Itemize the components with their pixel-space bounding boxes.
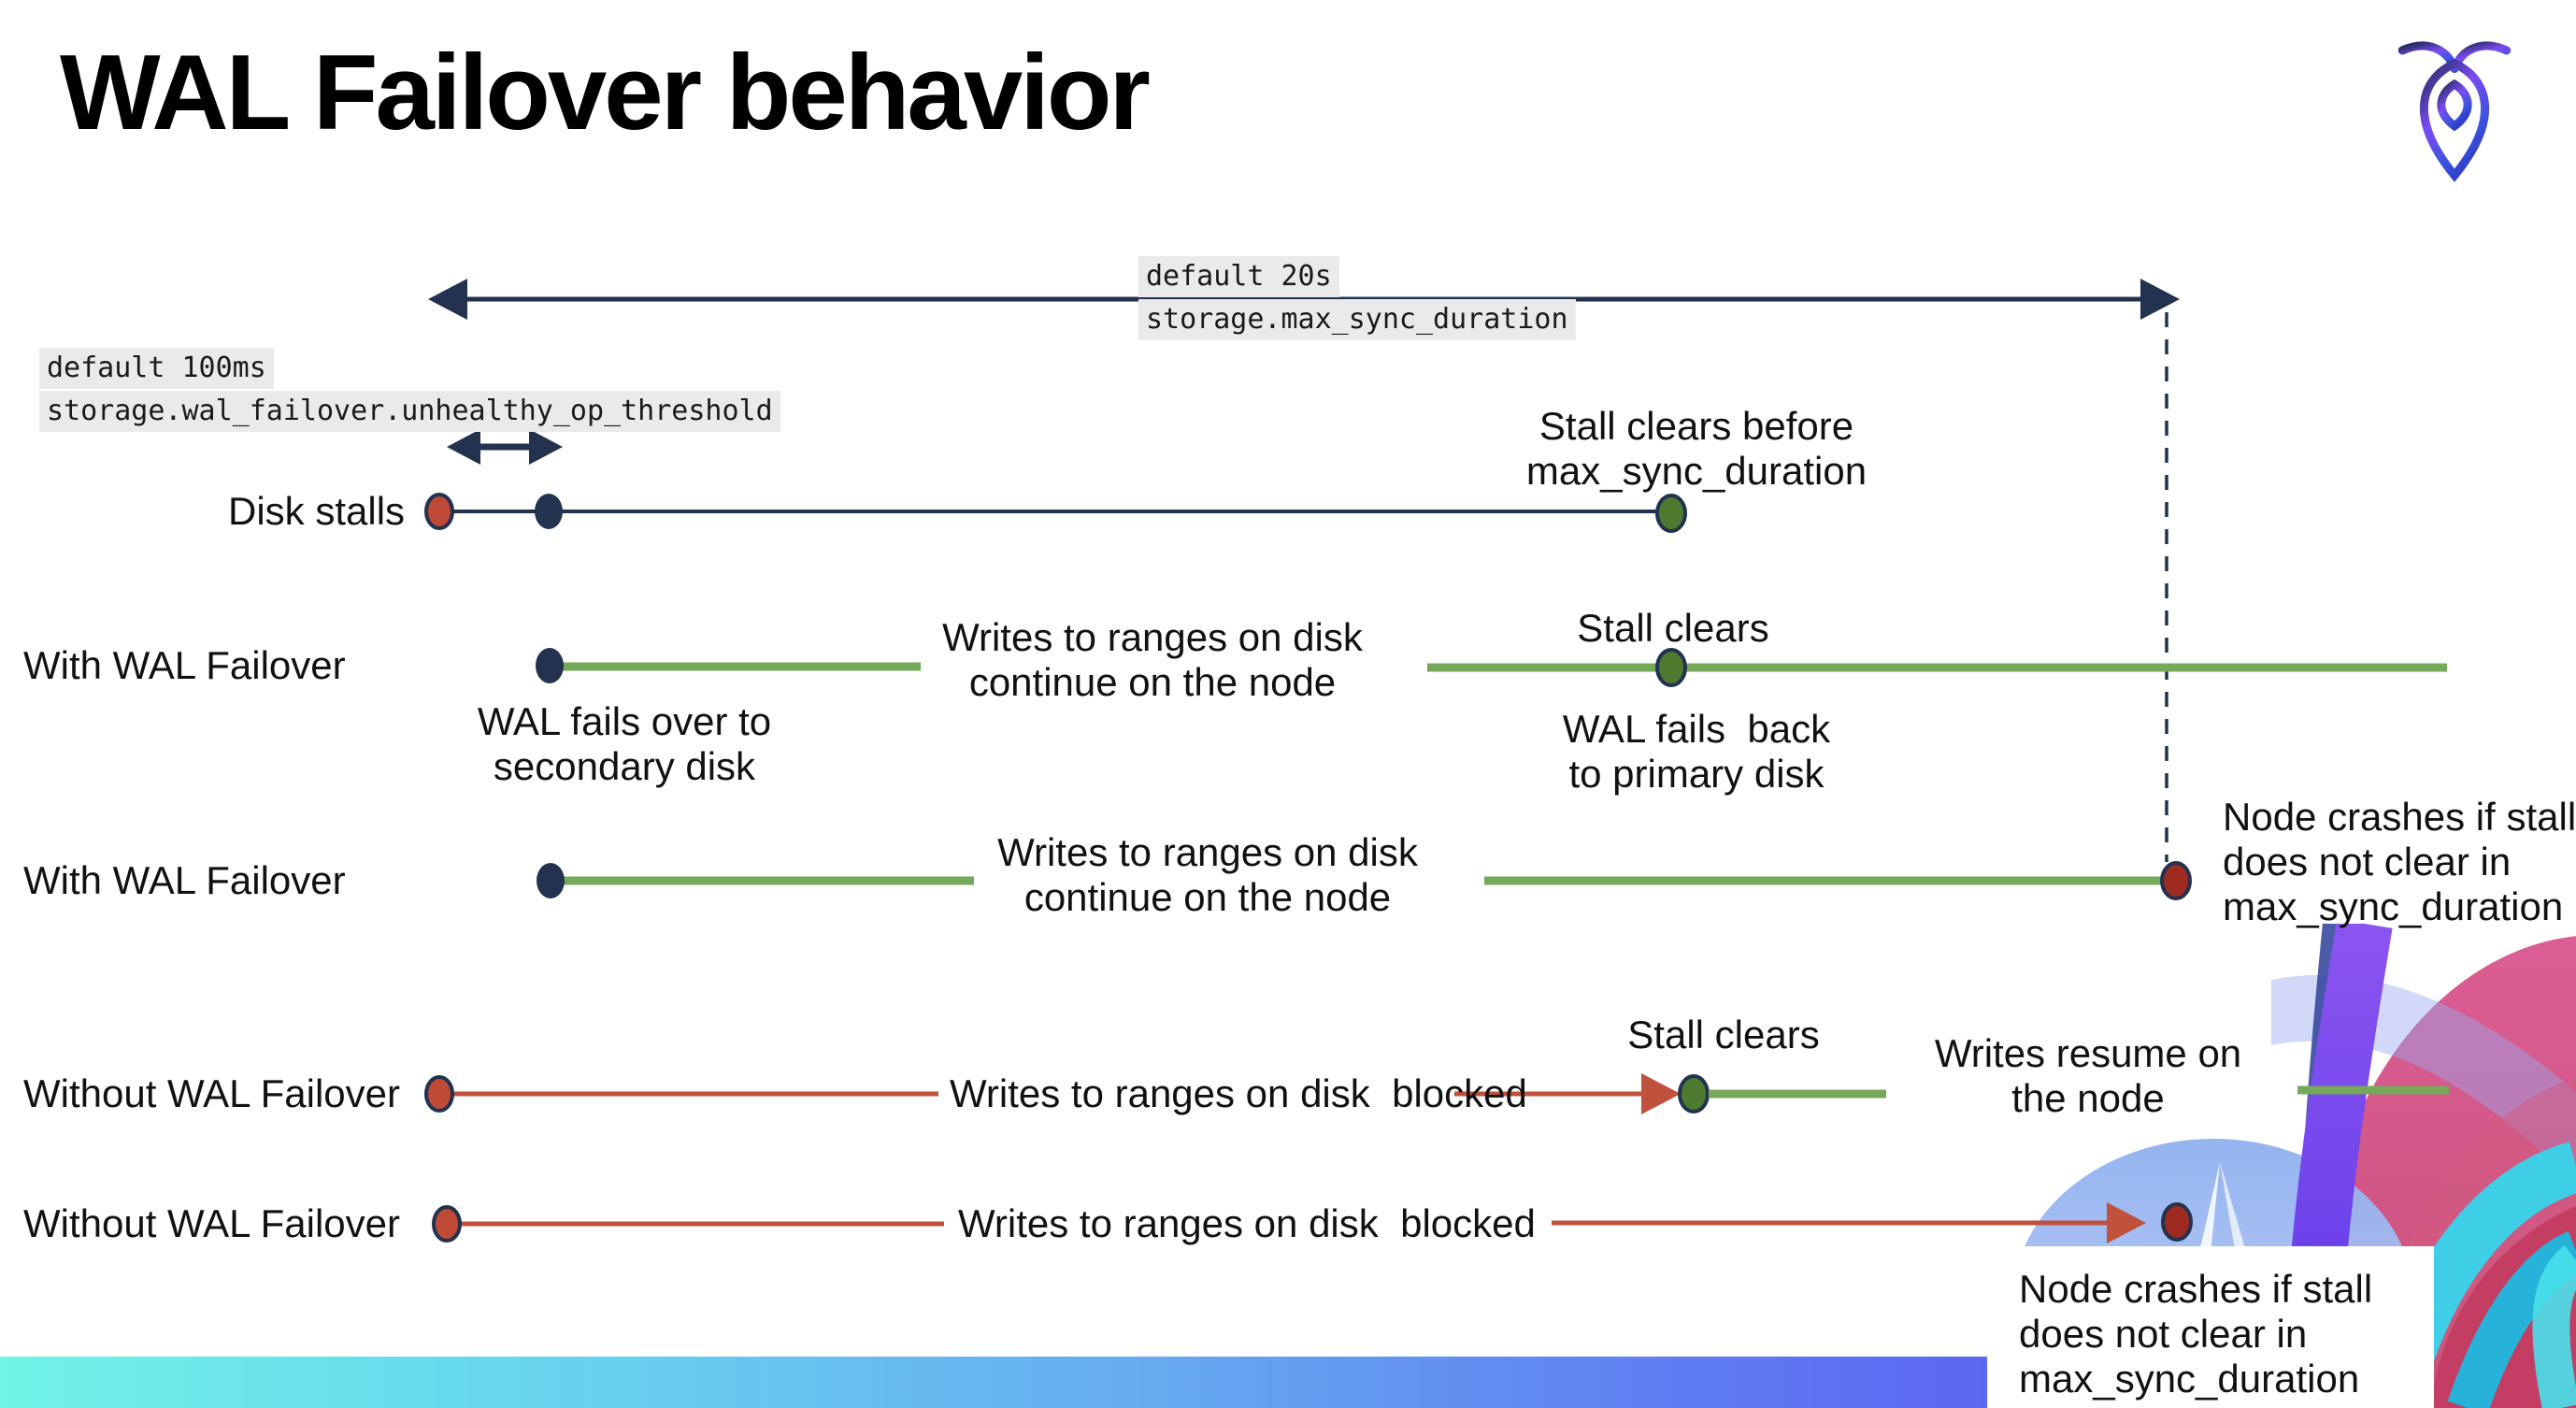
writes-blocked-label-2: Writes to ranges on disk blocked [958, 1201, 1536, 1245]
default-value: default 20s [1138, 256, 1339, 297]
setting-name: storage.wal_failover.unhealthy_op_thresh… [39, 391, 780, 432]
row-label-without-wal-failover-2: Without WAL Failover [23, 1201, 400, 1245]
arrowhead-right-icon [529, 429, 563, 465]
writes-continue-label-1: Writes to ranges on disk continue on the… [942, 615, 1363, 704]
stall-clears-label-2: Stall clears [1627, 1013, 1820, 1056]
setting-name: storage.max_sync_duration [1138, 299, 1576, 340]
failover-dot [536, 648, 564, 683]
stall-start-dot [424, 493, 454, 530]
unhealthy-op-threshold-arrow [447, 429, 563, 465]
arrowhead-right-icon [1641, 1073, 1681, 1114]
timeline-with-wal-failover-2 [537, 861, 2192, 900]
writes-blocked-label-1: Writes to ranges on disk blocked [950, 1071, 1527, 1115]
arrowhead-left-icon [447, 429, 480, 465]
arrowhead-left-icon [428, 279, 467, 320]
node-crashes-label-1: Node crashes if stall does not clear in … [2223, 795, 2576, 928]
stall-clears-dot [1655, 494, 1687, 533]
cockroachdb-logo-icon [2397, 41, 2512, 182]
default-value: default 100ms [39, 348, 274, 389]
stall-start-dot [432, 1205, 462, 1243]
stall-clears-dot [1678, 1074, 1710, 1113]
unhealthy-op-threshold-label: default 100ms storage.wal_failover.unhea… [39, 348, 780, 434]
node-crashes-callout-box: Node crashes if stall does not clear in … [1987, 1246, 2434, 1408]
node-crashes-label-2: Node crashes if stall does not clear in … [2019, 1267, 2373, 1401]
writes-continue-label-2: Writes to ranges on disk continue on the… [997, 830, 1418, 919]
max-sync-duration-label: default 20s storage.max_sync_duration [1138, 256, 1576, 342]
row-label-with-wal-failover-2: With WAL Failover [23, 858, 346, 902]
arrowhead-right-icon [2107, 1202, 2146, 1243]
threshold-dot [535, 494, 563, 529]
writes-resume-label: Writes resume on the node [1934, 1031, 2242, 1120]
arrowhead-right-icon [2140, 279, 2180, 320]
stall-clears-before-label: Stall clears before max_sync_duration [1525, 404, 1868, 493]
node-crash-dot [2160, 861, 2192, 900]
wal-fails-back-label: WAL fails back to primary disk [1562, 707, 1831, 796]
timeline-with-wal-failover-1 [536, 648, 2447, 687]
timeline-without-wal-failover-2 [432, 1202, 2193, 1243]
wal-fails-over-label: WAL fails over to secondary disk [477, 699, 772, 788]
row-label-without-wal-failover-1: Without WAL Failover [23, 1071, 400, 1115]
row-label-with-wal-failover-1: With WAL Failover [23, 643, 346, 687]
row-label-disk-stalls: Disk stalls [228, 489, 406, 533]
stall-clears-label-1: Stall clears [1577, 606, 1769, 650]
timeline-without-wal-failover-1 [424, 1073, 2449, 1114]
node-crash-dot [2161, 1202, 2193, 1242]
failover-dot [537, 863, 565, 898]
stall-start-dot [424, 1075, 454, 1113]
timeline-disk-stalls [424, 493, 1687, 533]
stall-clears-dot [1655, 648, 1687, 687]
page-title: WAL Failover behavior [60, 34, 1151, 152]
